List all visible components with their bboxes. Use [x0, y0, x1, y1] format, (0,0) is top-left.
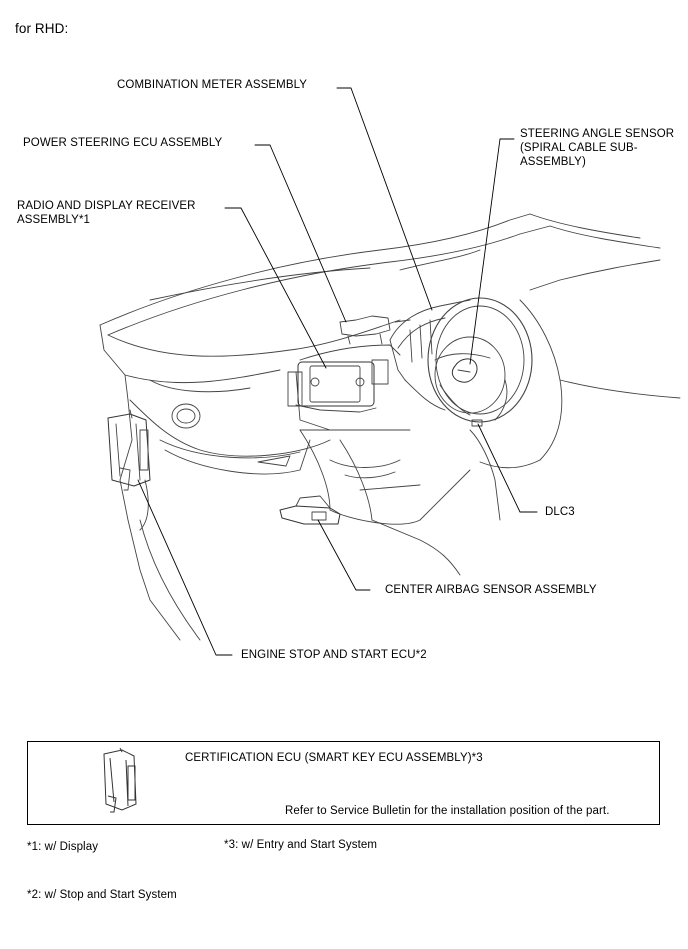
radio-display-label-line2: ASSEMBLY*1 — [17, 214, 91, 226]
legend-box: CERTIFICATION ECU (SMART KEY ECU ASSEMBL… — [27, 741, 660, 825]
page-header: for RHD: — [15, 21, 69, 36]
radio-display-label-line1: RADIO AND DISPLAY RECEIVER — [17, 200, 196, 212]
certification-ecu-label: CERTIFICATION ECU (SMART KEY ECU ASSEMBL… — [185, 752, 483, 764]
footnote-3: *3: w/ Entry and Start System — [224, 839, 378, 851]
combination-meter-label: COMBINATION METER ASSEMBLY — [117, 79, 308, 91]
ecu-module-icon — [103, 748, 137, 813]
steering-angle-label-line2: (SPIRAL CABLE SUB- — [520, 142, 638, 154]
engine-stop-start-label: ENGINE STOP AND START ECU*2 — [241, 649, 427, 661]
service-bulletin-note: Refer to Service Bulletin for the instal… — [285, 805, 610, 817]
footnote-1: *1: w/ Display — [27, 841, 99, 853]
dlc3-label: DLC3 — [545, 506, 575, 518]
steering-angle-label-line3: ASSEMBLY) — [520, 156, 586, 168]
power-steering-ecu-label: POWER STEERING ECU ASSEMBLY — [23, 137, 223, 149]
steering-angle-label-line1: STEERING ANGLE SENSOR — [520, 128, 675, 140]
center-airbag-label: CENTER AIRBAG SENSOR ASSEMBLY — [385, 584, 597, 596]
footnote-2: *2: w/ Stop and Start System — [27, 889, 177, 901]
